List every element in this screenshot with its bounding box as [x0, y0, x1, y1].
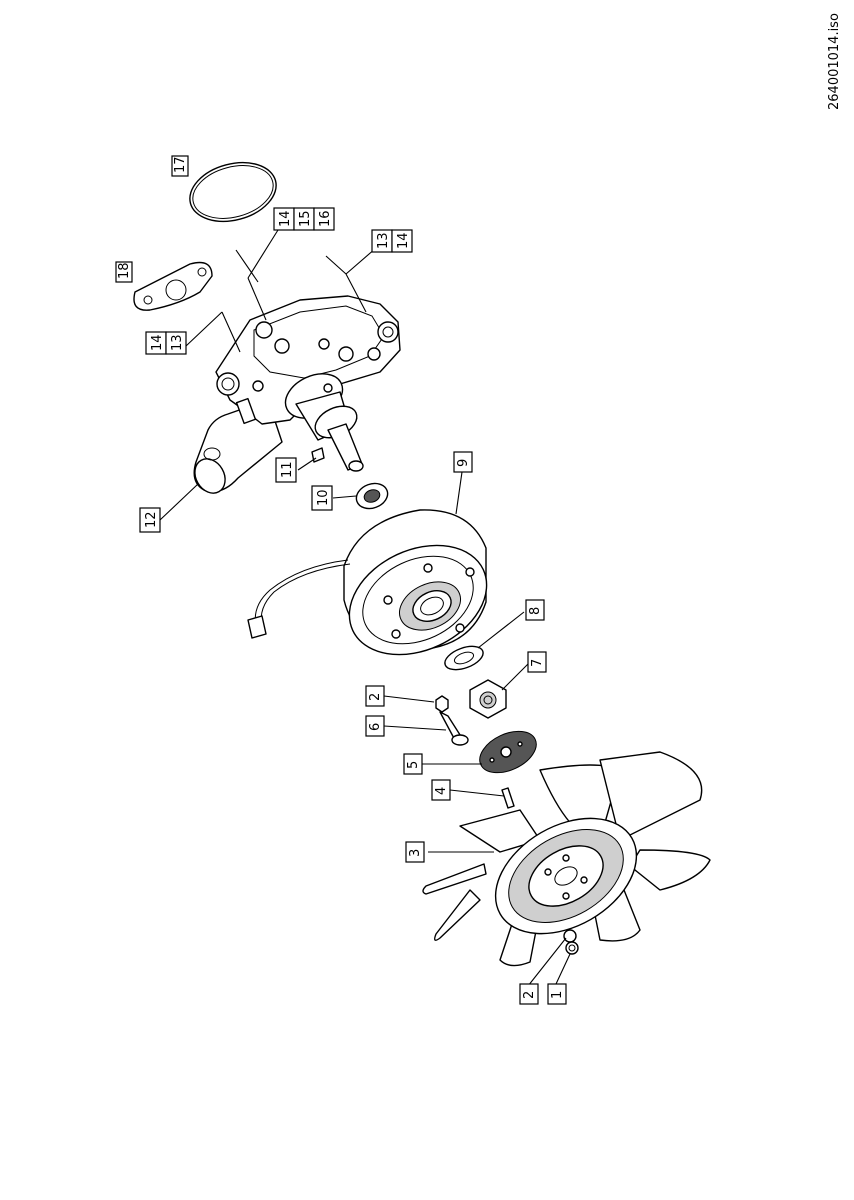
svg-text:11: 11 — [280, 461, 295, 478]
callout-2-lower: 2 — [519, 983, 539, 1005]
callout-18: 18 — [115, 261, 133, 283]
svg-text:18: 18 — [117, 262, 132, 279]
callout-14-13: 14 13 — [145, 331, 187, 355]
bolt-part — [439, 711, 469, 746]
svg-text:13: 13 — [376, 232, 391, 249]
callout-12: 12 — [139, 507, 161, 533]
hex-nut-part — [469, 679, 507, 719]
svg-text:8: 8 — [528, 607, 543, 615]
svg-text:7: 7 — [530, 659, 545, 667]
seal-part — [355, 482, 389, 510]
svg-text:13: 13 — [170, 334, 185, 351]
callout-3: 3 — [405, 841, 425, 863]
svg-text:16: 16 — [318, 210, 333, 227]
callout-2-upper: 2 — [365, 685, 385, 707]
mounting-plate-part — [479, 730, 537, 774]
callout-11: 11 — [275, 457, 297, 483]
svg-text:2: 2 — [522, 991, 537, 999]
svg-text:10: 10 — [316, 489, 331, 506]
callout-6: 6 — [365, 715, 385, 737]
drawing-id: 264001014.iso — [827, 13, 842, 110]
svg-text:15: 15 — [298, 210, 313, 227]
svg-text:17: 17 — [173, 156, 188, 173]
stud-part — [501, 787, 515, 809]
washer-part — [444, 645, 484, 671]
callout-13-14: 13 14 — [371, 229, 413, 253]
svg-text:3: 3 — [408, 849, 423, 857]
svg-text:14: 14 — [396, 232, 411, 249]
callout-1: 1 — [547, 983, 567, 1005]
svg-text:6: 6 — [368, 723, 383, 731]
callout-17: 17 — [171, 155, 189, 177]
pump-housing-part — [193, 295, 401, 494]
leader-lines — [159, 229, 571, 987]
svg-text:14: 14 — [150, 334, 165, 351]
callout-9: 9 — [453, 451, 473, 473]
cooling-fan-part — [422, 751, 711, 967]
svg-text:9: 9 — [456, 459, 471, 467]
callout-14-15-16: 14 15 16 — [273, 207, 335, 231]
o-ring-part — [189, 161, 277, 223]
small-nut-part — [435, 695, 449, 713]
gasket-part — [133, 261, 213, 311]
svg-text:5: 5 — [406, 761, 421, 769]
callout-5: 5 — [403, 753, 423, 775]
callout-10: 10 — [311, 485, 333, 511]
callout-8: 8 — [525, 599, 545, 621]
callout-4: 4 — [431, 779, 451, 801]
svg-text:4: 4 — [434, 787, 449, 795]
svg-text:14: 14 — [278, 210, 293, 227]
svg-text:12: 12 — [144, 511, 159, 528]
fan-clutch-part — [247, 509, 488, 656]
svg-text:1: 1 — [550, 991, 565, 999]
lower-nut-part — [563, 929, 579, 955]
svg-text:2: 2 — [368, 693, 383, 701]
callout-7: 7 — [527, 651, 547, 673]
